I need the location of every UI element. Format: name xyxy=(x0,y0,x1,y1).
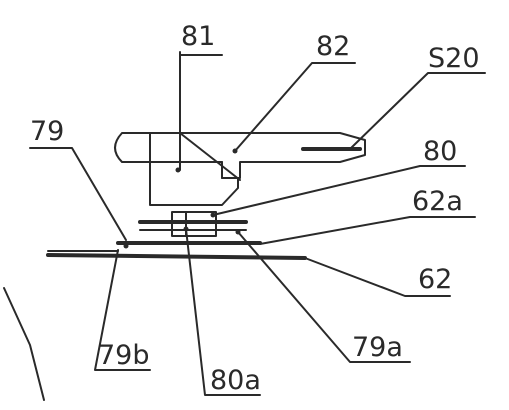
label-79b: 79b xyxy=(98,340,150,371)
block-outline xyxy=(149,132,239,206)
label-79: 79 xyxy=(30,116,64,147)
leader-62a xyxy=(259,216,476,245)
label-81: 81 xyxy=(181,21,215,52)
leader-79b xyxy=(94,249,151,371)
label-82: 82 xyxy=(316,31,350,62)
block-81 xyxy=(149,132,241,206)
label-s20: S20 xyxy=(428,43,480,74)
leader-81-underline xyxy=(179,51,223,56)
base-plate-62 xyxy=(46,253,307,260)
edge-line xyxy=(3,287,45,401)
leader-80 xyxy=(212,165,466,216)
block-diagonal xyxy=(179,132,241,181)
housing-82 xyxy=(114,132,366,179)
label-80a: 80a xyxy=(210,365,261,396)
label-62: 62 xyxy=(418,264,452,295)
housing-outline xyxy=(114,132,366,179)
point-79 xyxy=(123,243,129,249)
label-62a: 62a xyxy=(412,186,463,217)
leader-80a xyxy=(185,228,261,396)
leader-62 xyxy=(304,257,451,297)
label-79a: 79a xyxy=(352,332,403,363)
leader-79 xyxy=(29,147,127,241)
label-80: 80 xyxy=(423,136,457,167)
leader-82 xyxy=(234,62,356,152)
leader-s20 xyxy=(349,72,486,150)
component-80 xyxy=(116,211,262,245)
leader-79a xyxy=(237,231,411,363)
